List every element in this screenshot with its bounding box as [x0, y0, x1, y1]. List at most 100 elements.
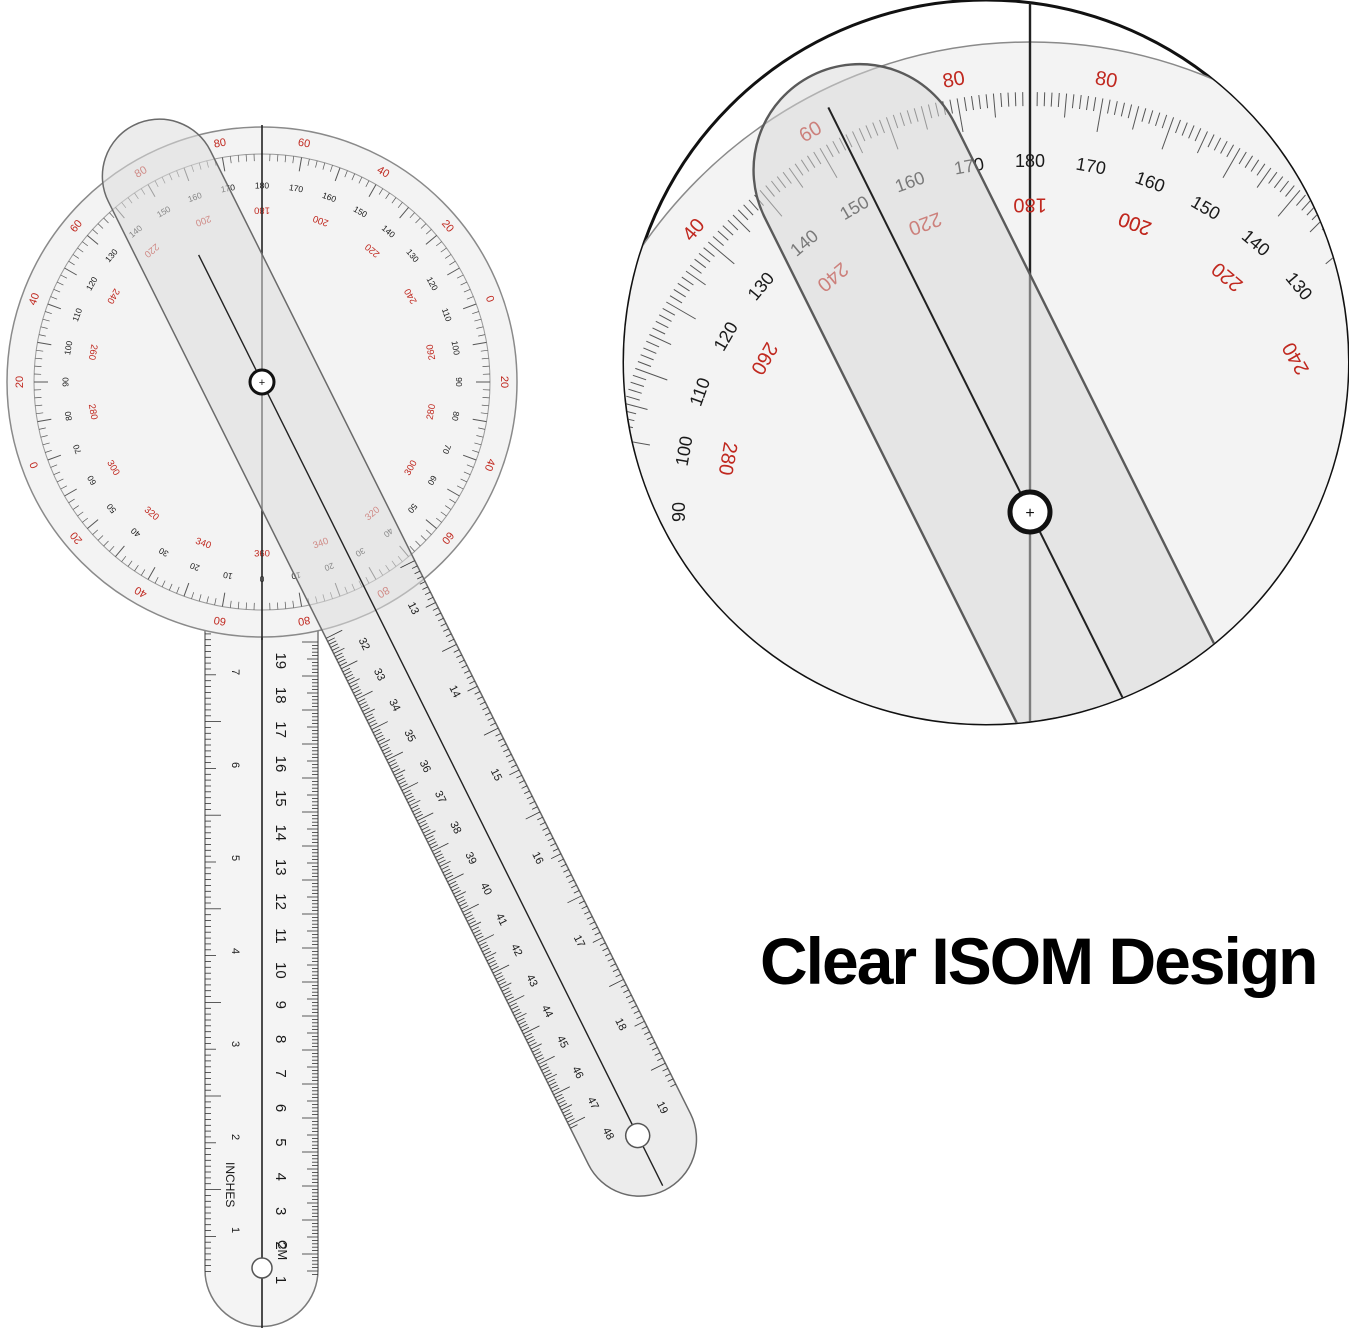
zoom-tick: [673, 288, 686, 298]
moving-cm-tick: [386, 751, 404, 761]
dial-inner-label: 30: [157, 546, 170, 560]
dial-outer-label: 40: [27, 291, 42, 307]
dial-inner-label: 80: [62, 410, 74, 421]
moving-cm-tick: [345, 673, 354, 679]
moving-inch-tick: [445, 633, 452, 637]
inches-unit-label: INCHES: [223, 1162, 237, 1207]
dial-inner-label: 70: [440, 443, 453, 456]
dial-tick: [284, 155, 287, 163]
dial-inner-label: 70: [71, 443, 84, 456]
moving-cm-tick: [457, 899, 466, 904]
moving-inch-tick: [537, 816, 543, 821]
dial-tick: [154, 576, 159, 584]
dial-red-label: 200: [311, 213, 330, 229]
dial-tick: [161, 580, 166, 588]
moving-cm-tick: [348, 678, 360, 685]
moving-cm-tick: [565, 1115, 574, 1120]
moving-cm-tick: [404, 792, 413, 797]
moving-cm-tick: [511, 1005, 519, 1010]
moving-inch-tick: [662, 1068, 669, 1072]
moving-cm-tick: [435, 853, 443, 858]
moving-inch-tick: [623, 989, 629, 993]
dial-inner-label: 110: [70, 306, 84, 322]
moving-cm-tick: [333, 647, 345, 654]
moving-inch-tick: [644, 1031, 650, 1035]
moving-cm-tick: [444, 871, 452, 877]
zoom-tick: [737, 209, 749, 221]
moving-cm-tick: [354, 692, 363, 697]
dial-tick: [478, 427, 486, 430]
dial-outer-label: 0: [483, 294, 496, 304]
zoom-tick: [1188, 125, 1195, 139]
moving-inch-tick: [483, 727, 499, 736]
moving-inch-tick: [422, 586, 428, 590]
moving-inch-tick: [539, 822, 546, 826]
moving-cm-number: 41: [493, 911, 509, 927]
dial-tick: [37, 341, 52, 346]
dial-tick: [92, 529, 99, 535]
fixed-cm-number: 9: [272, 1001, 289, 1009]
zoom-tick: [1127, 104, 1133, 119]
moving-inch-tick: [400, 560, 415, 569]
moving-cm-tick: [454, 891, 466, 898]
moving-cm-tick: [488, 959, 496, 965]
dial-tick: [480, 349, 488, 352]
moving-inch-tick: [568, 879, 575, 884]
moving-inch-tick: [578, 900, 585, 904]
moving-cm-tick: [375, 734, 384, 740]
fixed-cm-number: 2: [272, 1241, 289, 1249]
moving-cm-tick: [529, 1042, 537, 1047]
zoom-tick: [677, 282, 690, 292]
moving-inch-tick: [524, 790, 530, 795]
dial-tick: [36, 349, 44, 352]
moving-cm-tick: [351, 686, 360, 691]
zoom-red-label: 180: [1013, 194, 1046, 216]
moving-cm-tick: [395, 774, 404, 779]
zoom-tick: [712, 236, 724, 246]
zoom-tick: [694, 258, 707, 269]
moving-inch-tick: [443, 628, 449, 632]
dial-tick: [40, 326, 48, 329]
zoom-tick: [1194, 128, 1202, 142]
dial-tick: [460, 478, 468, 483]
zoom-tick: [666, 301, 696, 320]
zoom-tick: [1000, 92, 1003, 108]
moving-inch-tick: [427, 596, 434, 601]
zoom-tick: [1207, 134, 1215, 148]
moving-cm-tick: [438, 859, 446, 864]
dial-tick: [82, 517, 89, 523]
moving-cm-tick: [419, 823, 428, 828]
zoom-red-label: 80: [1093, 67, 1119, 93]
zoom-tick: [1181, 122, 1188, 136]
moving-inch-tick: [525, 811, 541, 820]
moving-inch-tick: [482, 706, 489, 711]
dial-tick: [214, 598, 217, 606]
zoom-tick: [669, 295, 683, 304]
dial-tick: [378, 188, 384, 195]
moving-inch-tick: [521, 785, 528, 789]
dial-outer-label: 40: [482, 457, 497, 473]
dial-tick: [45, 311, 52, 315]
dial-tick: [34, 365, 42, 367]
moving-inch-tick: [565, 874, 572, 878]
moving-cm-tick: [550, 1084, 558, 1090]
zoom-tick: [1256, 163, 1266, 176]
moving-cm-tick: [564, 1112, 572, 1117]
moving-inch-tick: [560, 863, 567, 868]
dial-tick: [34, 397, 42, 399]
zoom-tick: [963, 97, 967, 112]
moving-cm-number: 48: [600, 1126, 616, 1142]
zoom-tick: [971, 96, 974, 111]
dial-tick: [221, 157, 226, 172]
fixed-cm-number: 6: [272, 1104, 289, 1112]
moving-inch-tick: [634, 1020, 645, 1027]
moving-cm-number: 42: [508, 942, 524, 958]
fixed-inch-number: 3: [229, 1041, 241, 1047]
zoom-tick: [1086, 96, 1089, 111]
zoom-tick: [1064, 93, 1068, 118]
moving-cm-tick: [344, 670, 352, 676]
zoom-tick: [624, 460, 628, 463]
moving-inch-tick: [571, 884, 577, 889]
dial-tick: [481, 357, 489, 360]
